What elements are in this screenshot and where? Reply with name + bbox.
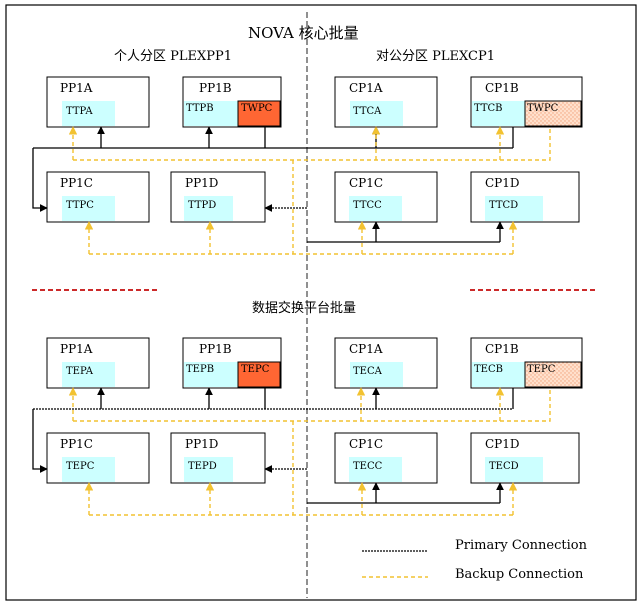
inner-extra-label: TEPC — [527, 364, 556, 375]
inner-label: TTPA — [66, 106, 93, 117]
top-backup-connections — [68, 126, 551, 255]
inner-label: TTCB — [474, 103, 503, 114]
top-node-pp1b: PP1B TTPB TWPC — [182, 76, 282, 128]
node-label: CP1B — [485, 342, 519, 356]
node-label: PP1C — [60, 176, 93, 190]
node-label: PP1D — [185, 437, 218, 451]
node-label: PP1A — [60, 81, 93, 95]
node-label: CP1C — [349, 176, 383, 190]
bottom-title: 数据交换平台批量 — [252, 300, 356, 316]
inner-label: TECB — [474, 364, 503, 375]
node-label: PP1B — [199, 342, 232, 356]
corporate-zone-label: 对公分区 PLEXCP1 — [376, 49, 495, 64]
inner-label: TTCA — [353, 106, 382, 117]
top-node-pp1a: PP1A TTPA — [46, 76, 150, 128]
legend-backup-label: Backup Connection — [455, 567, 584, 582]
inner-extra-label: TEPC — [241, 364, 270, 375]
bottom-backup-connections — [68, 387, 551, 516]
inner-label: TTPC — [66, 200, 94, 211]
node-label: CP1B — [485, 81, 519, 95]
bottom-node-cp1b: CP1B TECB TEPC — [470, 337, 583, 389]
node-label: PP1D — [185, 176, 218, 190]
top-node-cp1a: CP1A TTCA — [334, 76, 438, 128]
personal-zone-label: 个人分区 PLEXPP1 — [114, 49, 232, 64]
legend-primary-label: Primary Connection — [455, 538, 588, 553]
bottom-node-pp1d: PP1D TEPD — [170, 432, 266, 484]
bottom-node-pp1c: PP1C TEPC — [46, 432, 150, 484]
node-label: CP1C — [349, 437, 383, 451]
inner-label: TEPC — [66, 461, 95, 472]
top-node-pp1c: PP1C TTPC — [46, 171, 150, 223]
top-node-cp1c: CP1C TTCC — [334, 171, 438, 223]
inner-label: TTPB — [186, 103, 214, 114]
node-label: PP1C — [60, 437, 93, 451]
inner-label: TTCD — [489, 200, 518, 211]
inner-label: TTPD — [188, 200, 216, 211]
top-node-pp1d: PP1D TTPD — [170, 171, 266, 223]
node-label: PP1B — [199, 81, 232, 95]
bottom-node-pp1b: PP1B TEPB TEPC — [182, 337, 282, 389]
inner-label: TTCC — [353, 200, 382, 211]
inner-label: TEPB — [186, 364, 214, 375]
top-primary-connections — [32, 126, 514, 243]
inner-label: TEPA — [66, 366, 94, 377]
node-label: CP1A — [349, 81, 383, 95]
top-node-cp1d: CP1D TTCD — [470, 171, 580, 223]
inner-label: TECC — [353, 461, 383, 472]
node-label: CP1D — [485, 437, 520, 451]
inner-label: TEPD — [188, 461, 217, 472]
top-node-cp1b: CP1B TTCB TWPC — [470, 76, 583, 128]
top-title: NOVA 核心批量 — [248, 24, 359, 42]
bottom-node-pp1a: PP1A TEPA — [46, 337, 150, 389]
node-label: CP1D — [485, 176, 520, 190]
bottom-node-cp1c: CP1C TECC — [334, 432, 438, 484]
inner-label: TECA — [353, 366, 383, 377]
inner-extra-label: TWPC — [527, 103, 559, 114]
bottom-node-cp1d: CP1D TECD — [470, 432, 580, 484]
bottom-node-cp1a: CP1A TECA — [334, 337, 438, 389]
inner-label: TECD — [489, 461, 519, 472]
node-label: CP1A — [349, 342, 383, 356]
legend: Primary Connection Backup Connection — [362, 538, 588, 582]
inner-extra-label: TWPC — [241, 103, 273, 114]
node-label: PP1A — [60, 342, 93, 356]
bottom-primary-connections — [32, 387, 514, 504]
outer-frame — [5, 4, 637, 601]
